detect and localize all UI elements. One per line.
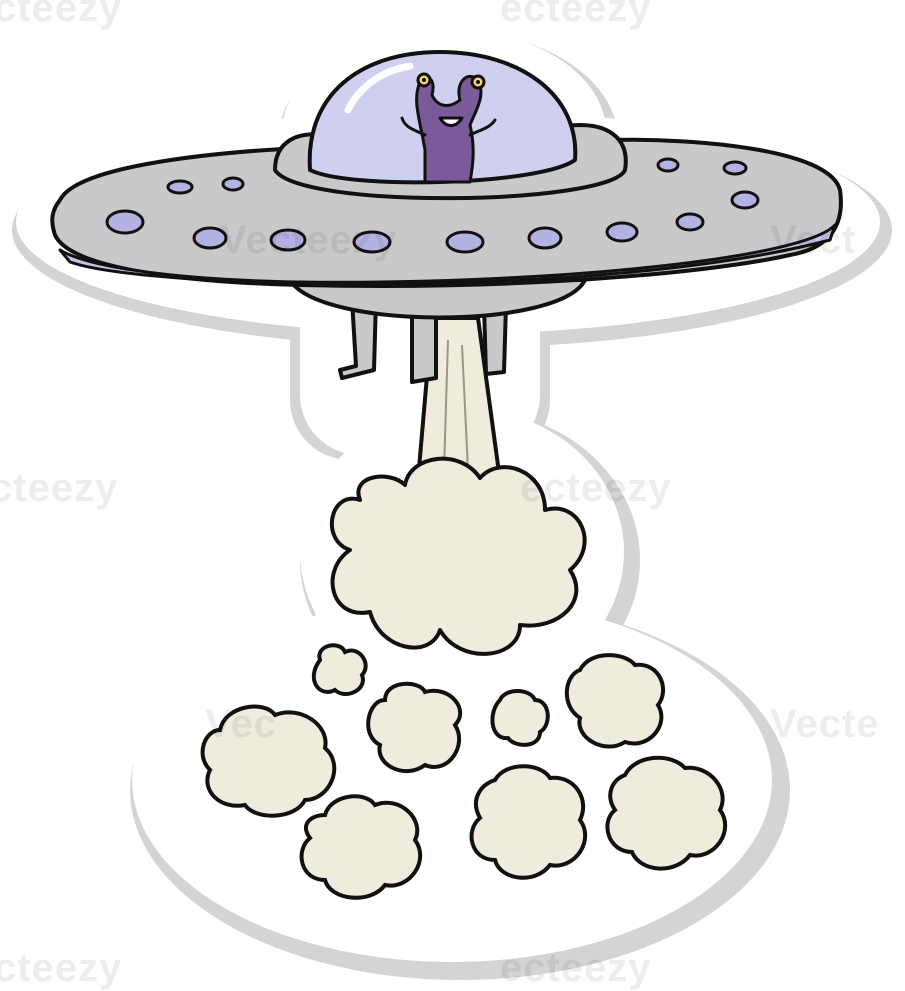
porthole [656, 157, 680, 173]
smoke-puff-icon [200, 704, 337, 818]
porthole [221, 176, 245, 192]
porthole [675, 212, 705, 232]
smoke-puff-icon [605, 755, 728, 871]
porthole [730, 190, 760, 210]
smoke-puff-icon [299, 794, 423, 900]
ufo-underside [288, 278, 587, 320]
portholes [105, 157, 760, 254]
smoke-puff-icon [564, 653, 665, 749]
smoke-puff-icon [490, 689, 550, 747]
ufo-rim [58, 223, 837, 286]
smoke-cloud-icon [330, 456, 587, 656]
porthole [269, 228, 307, 252]
porthole [722, 160, 748, 176]
smoke-puff-icon [469, 764, 588, 880]
porthole [105, 209, 145, 235]
porthole [605, 221, 639, 243]
porthole [166, 179, 194, 195]
porthole [192, 226, 228, 250]
porthole [352, 230, 392, 254]
smoke-puffs [200, 643, 728, 900]
smoke-puff-icon [311, 643, 368, 696]
porthole [445, 230, 485, 254]
ufo-leg [410, 308, 438, 384]
alien-icon [400, 72, 497, 184]
smoke-puff-icon [366, 681, 463, 773]
porthole [527, 226, 563, 250]
ufo-legs [338, 298, 508, 384]
